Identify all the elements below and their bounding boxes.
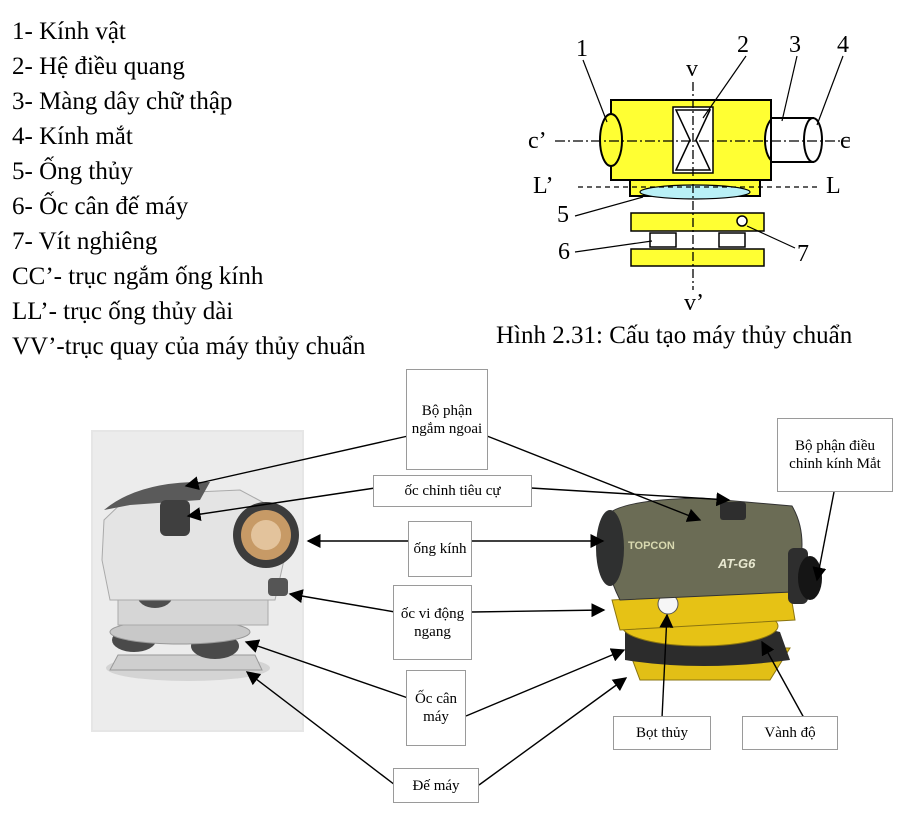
legend-item-4: 4- Kính mắt	[12, 123, 133, 150]
focus-knob-icon	[160, 500, 190, 536]
axis-label-l-prime: L’	[533, 173, 553, 199]
eyepiece-icon	[798, 556, 822, 600]
label-bot-thuy: Bọt thủy	[613, 716, 711, 750]
label-ong-kinh: ống kính	[408, 521, 472, 577]
objective-lens	[599, 113, 623, 167]
legend-item-6: 6- Ốc cân đế máy	[12, 193, 189, 220]
brand-logo: TOPCON	[628, 540, 675, 552]
legend-item-vv: VV’-trục quay của máy thủy chuẩn	[12, 333, 366, 360]
label-oc-tieu-cu: ốc chỉnh tiêu cự	[373, 475, 532, 507]
grey-level-photo	[91, 430, 304, 732]
legend-item-1: 1- Kính vật	[12, 18, 126, 45]
schematic-number-1: 1	[576, 36, 588, 62]
level-vial	[639, 184, 751, 200]
sight-icon	[104, 481, 210, 510]
label-oc-can: Ốc cân máy	[406, 670, 466, 746]
figure-caption: Hình 2.31: Cấu tạo máy thủy chuẩn	[496, 322, 853, 349]
eyepiece	[803, 117, 823, 163]
legend-list: 1- Kính vật 2- Hệ điều quang 3- Màng dây…	[12, 14, 365, 364]
schematic-number-7: 7	[797, 241, 809, 267]
label-de-may: Đế máy	[393, 768, 479, 803]
legend-item-3: 3- Màng dây chữ thập	[12, 88, 233, 115]
schematic-number-2: 2	[737, 32, 749, 58]
foot-screw-left	[649, 232, 677, 248]
legend-item-5: 5- Ống thủy	[12, 158, 133, 185]
base-plate	[630, 248, 765, 267]
axis-label-v: v	[686, 56, 698, 82]
foot-screw-right	[718, 232, 746, 248]
label-vanh-do: Vành độ	[742, 716, 838, 750]
axis-label-c-prime: c’	[528, 128, 547, 154]
label-oc-vi-dong: ốc vi động ngang	[393, 585, 472, 660]
upper-plate	[630, 212, 765, 232]
axis-label-v-prime: v’	[684, 290, 704, 316]
axis-label-c: c	[840, 128, 851, 154]
label-ngam-ngoai: Bộ phận ngắm ngoai	[406, 369, 488, 470]
schematic-number-3: 3	[789, 32, 801, 58]
legend-item-2: 2- Hệ điều quang	[12, 53, 185, 80]
annotation-arrows	[184, 435, 835, 786]
tilt-screw	[736, 215, 748, 227]
model-label: AT-G6	[717, 556, 756, 571]
axis-label-l: L	[826, 173, 841, 199]
schematic-number-4: 4	[837, 32, 849, 58]
label-kinh-mat: Bộ phận điều chỉnh kính Mắt	[777, 418, 893, 492]
legend-item-cc: CC’- trục ngắm ống kính	[12, 263, 264, 290]
legend-item-7: 7- Vít nghiêng	[12, 228, 158, 255]
schematic-number-5: 5	[557, 202, 569, 228]
schematic-number-6: 6	[558, 239, 570, 265]
legend-item-ll: LL’- trục ống thủy dài	[12, 298, 234, 325]
topcon-level-photo: TOPCON AT-G6	[596, 497, 822, 681]
